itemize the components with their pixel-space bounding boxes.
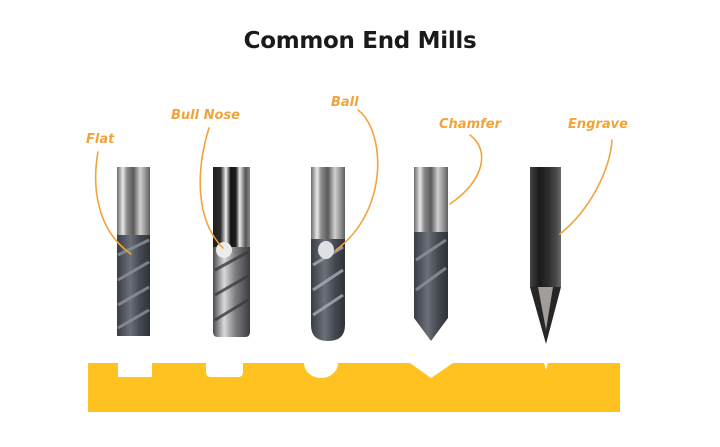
diagram-title: Common End Mills: [243, 28, 477, 54]
label-flat: Flat: [86, 132, 115, 147]
engrave-end-mill: [530, 167, 561, 344]
cut-profile: [88, 363, 620, 412]
label-engrave: Engrave: [568, 117, 628, 132]
flat-leader: [94, 151, 132, 255]
ball-end-mill: [311, 167, 345, 341]
bull-nose-end-mill: [213, 167, 250, 337]
label-bull-nose: Bull Nose: [171, 108, 240, 123]
ball-leader: [335, 109, 379, 251]
chamfer-end-mill: [414, 167, 448, 341]
label-chamfer: Chamfer: [439, 117, 501, 132]
leader-lines: [94, 109, 613, 255]
bull-nose-leader: [199, 127, 224, 249]
flat-end-mill: [117, 167, 150, 336]
chamfer-leader: [449, 134, 483, 205]
engrave-leader: [559, 139, 613, 235]
label-ball: Ball: [331, 95, 359, 110]
